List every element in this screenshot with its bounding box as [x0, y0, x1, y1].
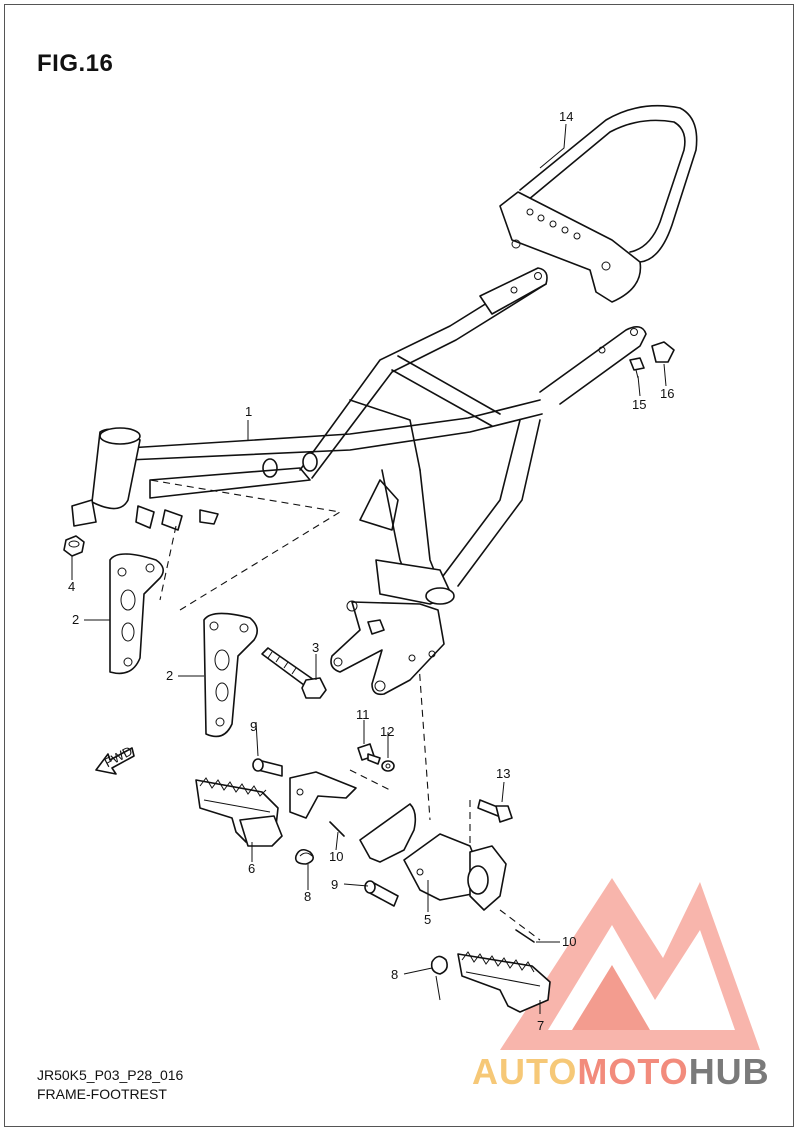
bolt-part-15 — [629, 357, 645, 379]
callout-8-lower: 8 — [391, 967, 398, 982]
watermark-wordmark: AUTOMOTOHUB — [472, 1051, 770, 1093]
callout-10-lower: 10 — [562, 934, 576, 949]
callout-leaders — [71, 123, 667, 1014]
figure-code: JR50K5_P03_P28_016 — [37, 1067, 184, 1083]
callout-2-front: 2 — [72, 612, 79, 627]
callout-5: 5 — [424, 912, 431, 927]
callout-16: 16 — [660, 386, 674, 401]
callout-6: 6 — [248, 861, 255, 876]
watermark-logo — [500, 878, 760, 1050]
callout-12: 12 — [380, 724, 394, 739]
callout-3: 3 — [312, 640, 319, 655]
callout-8-upper: 8 — [304, 889, 311, 904]
fwd-arrow-icon — [95, 747, 135, 775]
fwd-label: FWD — [102, 743, 135, 770]
watermark-part-2: MOTO — [577, 1051, 689, 1092]
grab-handle-part-14 — [499, 104, 698, 303]
footrest-part-7 — [457, 951, 551, 1013]
watermark-part-1: AUTO — [472, 1051, 578, 1092]
callout-1: 1 — [245, 404, 252, 419]
callout-4: 4 — [68, 579, 75, 594]
callout-7: 7 — [537, 1018, 544, 1033]
footrest-part-6 — [195, 777, 283, 847]
callout-13: 13 — [496, 766, 510, 781]
callout-9-upper: 9 — [250, 719, 257, 734]
pivot-pin-part-9-upper — [252, 758, 283, 777]
callout-2-rear: 2 — [166, 668, 173, 683]
callout-10-upper: 10 — [329, 849, 343, 864]
brake-pedal-arm — [289, 771, 357, 819]
bolt-part-16 — [651, 341, 675, 363]
watermark-part-3: HUB — [688, 1051, 770, 1092]
engine-bracket-part-2-front — [109, 553, 164, 675]
callout-14: 14 — [559, 109, 573, 124]
spring-part-8-upper — [294, 848, 314, 865]
pivot-pin-part-9-lower — [364, 880, 399, 907]
bolt-part-3 — [261, 647, 327, 699]
engine-bracket-part-2-rear — [203, 612, 258, 738]
callout-15: 15 — [632, 397, 646, 412]
nut-part-4 — [63, 535, 85, 557]
page-border — [4, 4, 794, 1127]
cotter-pin-part-10-lower — [515, 929, 535, 943]
footrest-bracket-part-5 — [330, 600, 507, 911]
callout-11: 11 — [356, 707, 370, 722]
bolt-part-13 — [477, 799, 513, 823]
figure-title: FIG.16 — [37, 50, 114, 77]
frame-part-1 — [71, 267, 647, 605]
figure-name: FRAME-FOOTREST — [37, 1086, 167, 1102]
bolt-part-11 — [357, 743, 381, 765]
callout-9-lower: 9 — [331, 877, 338, 892]
spring-part-8-lower — [430, 955, 448, 1001]
washer-part-12 — [381, 760, 395, 772]
cotter-pin-part-10-upper — [329, 821, 345, 837]
